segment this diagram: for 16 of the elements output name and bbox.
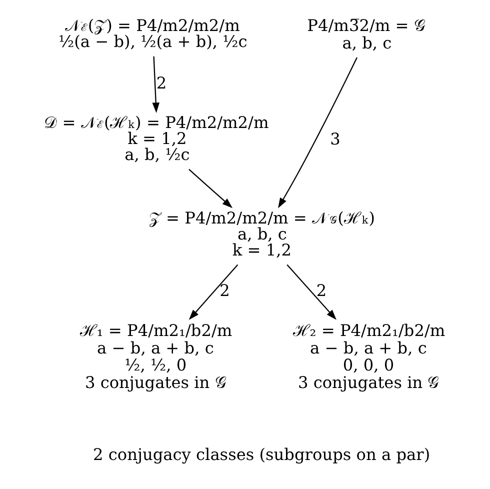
node-text: ℋ₁ = P4/m2₁/b2/m a − b, a + b, c ½, ½, 0 3 conjugates in 𝒢 bbox=[80, 320, 232, 392]
node-text: P4/m3̅2/m = 𝒢 a, b, c bbox=[307, 16, 425, 52]
arrow bbox=[278, 56, 358, 208]
arrow bbox=[286, 264, 336, 320]
edge-label: 2 bbox=[316, 280, 327, 300]
node-text: 𝒟 = 𝒩ℰ(ℋk) = P4/m2/m2/m k = 1,2 a, b, ½c bbox=[44, 112, 269, 164]
arrow bbox=[188, 264, 238, 320]
node-text: 𝒩ℰ(𝒵) = P4/m2/m2/m ½(a − b), ½(a + b), ½c bbox=[58, 16, 248, 51]
edge-label: 2 bbox=[156, 73, 167, 92]
edge-label: 3 bbox=[330, 129, 340, 148]
edge-label: 2 bbox=[220, 280, 230, 300]
label: 2 conjugacy classes (subgroups on a par) bbox=[93, 444, 430, 464]
node-text: 𝒵 = P4/m2/m2/m = 𝒩𝒢(ℋk) a, b, c k = 1,2 bbox=[148, 208, 376, 260]
arrow bbox=[188, 168, 233, 208]
arrow bbox=[152, 56, 160, 112]
node-text: ℋ₂ = P4/m2₁/b2/m a − b, a + b, c 0, 0, 0 3 conjugates in 𝒢 bbox=[292, 320, 446, 392]
